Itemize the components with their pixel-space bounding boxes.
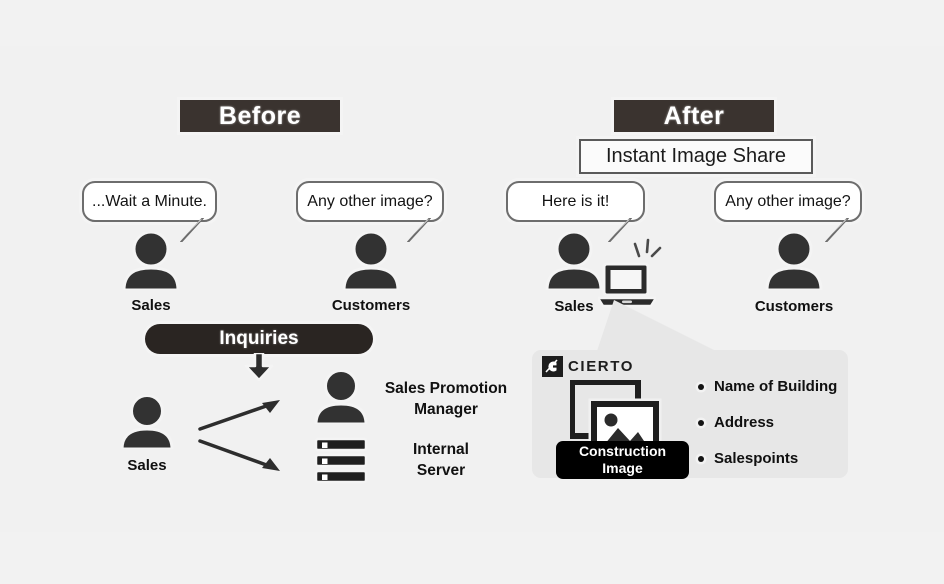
before-heading-label: Before <box>218 101 302 130</box>
before-sales-bubble-text: ...Wait a Minute. <box>92 192 207 210</box>
before-sales-person-icon <box>120 230 182 295</box>
after-customers-bubble-text: Any other image? <box>725 192 851 210</box>
internal-server-label: Internal Server <box>378 440 504 482</box>
instant-image-share-label: Instant Image Share <box>605 145 787 167</box>
product-card: CIERTO Construction Image Name of Buildi… <box>532 350 848 479</box>
instant-image-share-box: Instant Image Share <box>579 139 813 174</box>
list-item: Name of Building <box>698 378 837 395</box>
after-heading-badge: After <box>614 100 774 132</box>
manager-label-line2: Manager <box>414 400 478 418</box>
after-sales-speech-bubble: Here is it! <box>506 181 645 242</box>
before-heading-badge: Before <box>180 100 340 132</box>
bullet-dot-icon <box>698 383 704 390</box>
construction-image-tag: Construction Image <box>556 441 689 479</box>
after-customers-caption: Customers <box>754 298 834 315</box>
flow-arrow-down-right-icon <box>198 439 280 471</box>
bullet-dot-icon <box>698 419 704 426</box>
speech-bubble-tail-icon <box>407 218 431 242</box>
after-sales-bubble-text: Here is it! <box>541 192 610 210</box>
before-customers-person-icon <box>340 230 402 295</box>
before-sales-caption: Sales <box>131 297 171 314</box>
sparkle-icon <box>633 238 662 258</box>
before-flow-sales-person-icon <box>118 394 176 454</box>
before-customers-speech-bubble: Any other image? <box>296 181 444 242</box>
list-item: Address <box>698 414 837 431</box>
after-customers-person-icon <box>763 230 825 295</box>
bullet-label: Name of Building <box>714 378 838 395</box>
speech-bubble-tail-icon <box>608 218 632 242</box>
after-customers-speech-bubble: Any other image? <box>714 181 862 242</box>
construction-image-tag-line1: Construction <box>578 443 667 459</box>
card-feature-list: Name of Building Address Salespoints <box>698 378 837 486</box>
card-callout-pointer-icon <box>596 300 722 354</box>
construction-image-tag-line2: Image <box>602 460 643 476</box>
laptop-icon <box>598 262 656 308</box>
sales-promotion-manager-label: Sales Promotion Manager <box>372 379 520 421</box>
list-item: Salespoints <box>698 450 837 467</box>
cierto-logo: CIERTO <box>542 356 634 377</box>
inquiries-pill: Inquiries <box>145 324 373 354</box>
server-label-line2: Server <box>416 461 466 479</box>
before-customers-bubble-text: Any other image? <box>307 192 433 210</box>
sales-promotion-manager-person-icon <box>312 369 370 429</box>
before-customers-caption: Customers <box>331 297 411 314</box>
server-icon <box>314 437 368 484</box>
speech-bubble-tail-icon <box>180 218 204 242</box>
before-sales-speech-bubble: ...Wait a Minute. <box>82 181 217 242</box>
cierto-logo-text: CIERTO <box>568 358 634 375</box>
inquiries-label: Inquiries <box>219 328 299 349</box>
arrow-down-icon <box>244 353 274 381</box>
cierto-logo-icon <box>542 356 563 377</box>
after-sales-person-icon <box>543 230 605 295</box>
bullet-label: Salespoints <box>714 450 799 467</box>
manager-label-line1: Sales Promotion <box>384 380 508 397</box>
before-flow-sales-caption: Sales <box>127 457 167 474</box>
speech-bubble-tail-icon <box>825 218 849 242</box>
after-sales-caption: Sales <box>554 298 594 315</box>
flow-arrow-up-right-icon <box>198 400 280 431</box>
bullet-label: Address <box>714 414 775 431</box>
server-label-line1: Internal <box>413 441 469 458</box>
after-heading-label: After <box>663 101 725 130</box>
bullet-dot-icon <box>698 455 704 462</box>
